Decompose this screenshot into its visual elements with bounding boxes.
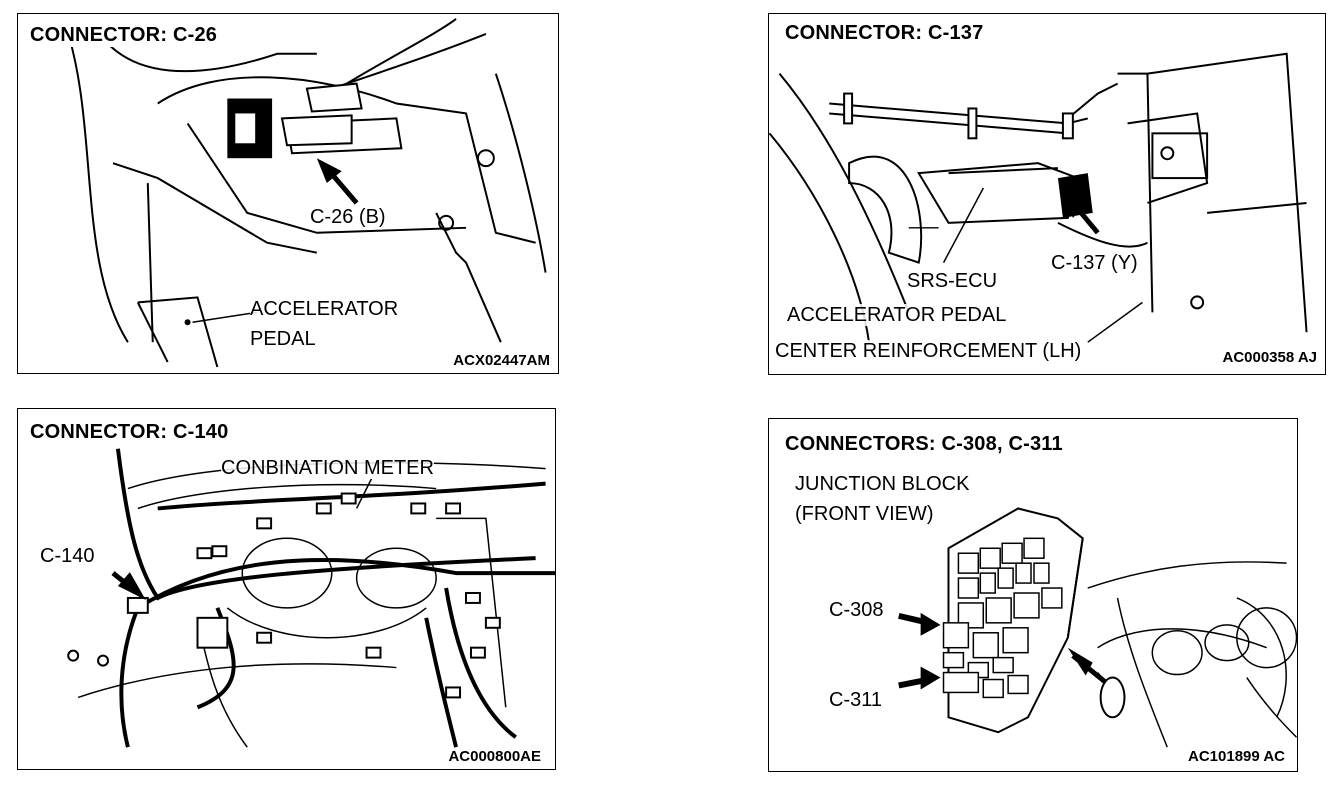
- c140-illustration: [67, 448, 555, 748]
- panel-title: CONNECTOR: C-137: [783, 22, 986, 45]
- connector-label: C-26 (B): [310, 206, 386, 228]
- panel-title: CONNECTOR: C-140: [28, 421, 231, 444]
- junction-block-label-line1: JUNCTION BLOCK: [795, 473, 970, 495]
- connector-label-c308: C-308: [829, 599, 884, 621]
- panel-title: CONNECTOR: C-26: [28, 24, 220, 47]
- panel-connectors-c308-c311: CONNECTORS: C-308, C-311 JUNCTION BLOCK …: [768, 418, 1298, 772]
- reinforcement-label: CENTER REINFORCEMENT (LH): [775, 340, 1082, 362]
- panel-title: CONNECTORS: C-308, C-311: [783, 433, 1065, 456]
- connector-label-c311: C-311: [829, 689, 882, 711]
- junction-block-label-line2: (FRONT VIEW): [795, 503, 934, 525]
- figure-code: AC000800AE: [446, 748, 543, 765]
- c26-illustration: [67, 18, 547, 368]
- pedal-label-line2: PEDAL: [250, 328, 316, 350]
- ecu-label: SRS-ECU: [907, 270, 998, 292]
- pedal-label-line1: ACCELERATOR: [250, 298, 399, 320]
- panel-connector-c26: CONNECTOR: C-26 C-26 (B) ACCELERATOR PED…: [17, 13, 559, 374]
- panel-connector-c140: CONNECTOR: C-140 CONBINATION METER C-140…: [17, 408, 556, 770]
- junction-block-illustration: [898, 507, 1297, 748]
- figure-code: ACX02447AM: [451, 352, 552, 369]
- connector-label: C-137 (Y): [1051, 252, 1138, 274]
- pedal-label: ACCELERATOR PEDAL: [787, 304, 1007, 326]
- panel-connector-c137: CONNECTOR: C-137 SRS-ECU C-137 (Y) ACCEL…: [768, 13, 1326, 375]
- figure-code: AC101899 AC: [1186, 748, 1287, 765]
- meter-label: CONBINATION METER: [221, 457, 434, 479]
- figure-code: AC000358 AJ: [1220, 349, 1319, 366]
- connector-label: C-140: [40, 545, 95, 567]
